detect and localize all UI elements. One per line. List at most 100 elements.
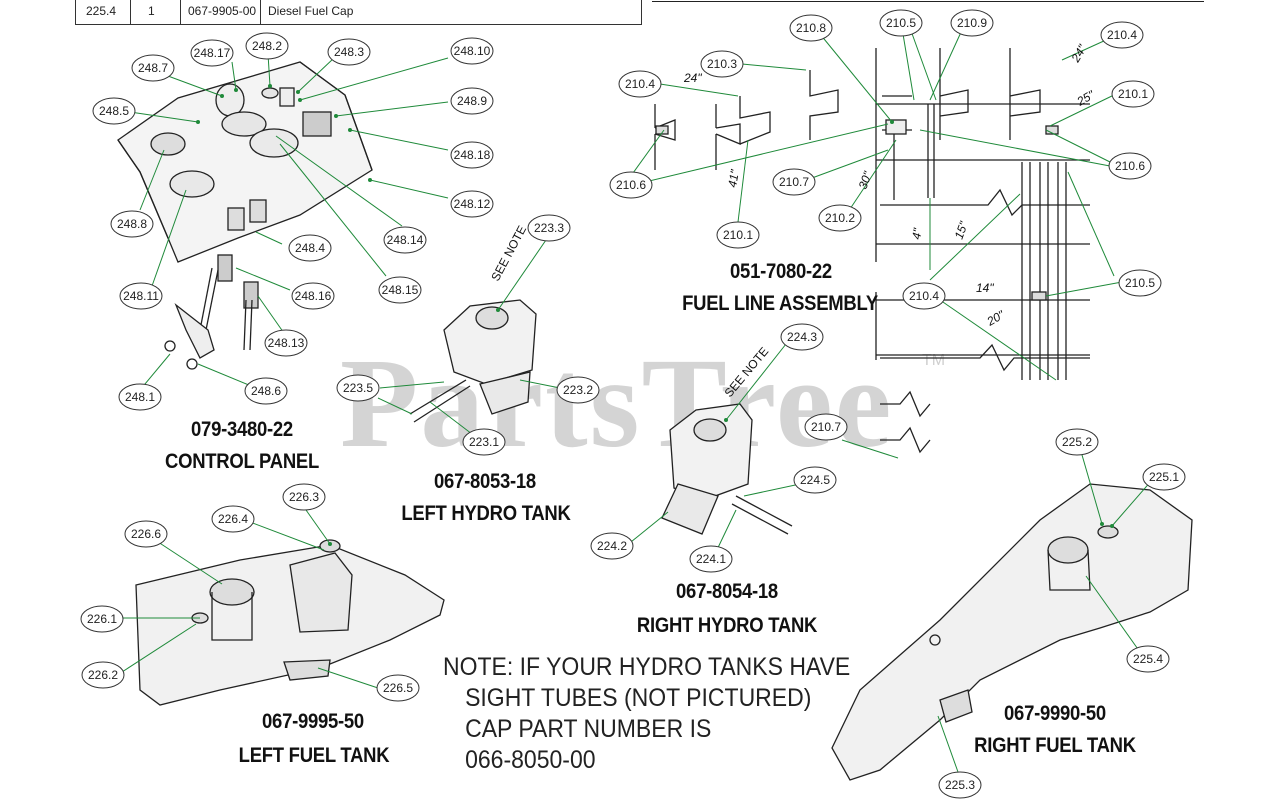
callout-label: 248.10	[454, 44, 491, 58]
callout-248-9: 248.9	[450, 87, 494, 115]
callout-label: 210.9	[957, 16, 987, 30]
parts-table-row: 225.4 1 067-9905-00 Diesel Fuel Cap	[75, 0, 642, 25]
right-fuel-tank-illustration	[831, 483, 1193, 781]
callout-label: 210.4	[909, 289, 939, 303]
callout-label: 223.1	[469, 435, 499, 449]
callout-label: 210.7	[779, 175, 809, 189]
right-fuel-tank-number: 067-9990-50	[1004, 702, 1106, 725]
callout-210-6a: 210.6	[609, 171, 653, 199]
callout-210-1b: 210.1	[716, 221, 760, 249]
callout-label: 248.17	[194, 46, 231, 60]
callout-248-11: 248.11	[119, 282, 163, 310]
callout-248-7: 248.7	[131, 54, 175, 82]
callout-224-1: 224.1	[689, 545, 733, 573]
callout-label: 226.5	[383, 681, 413, 695]
table-divider	[130, 0, 131, 24]
right-hydro-tank-illustration	[661, 403, 793, 535]
callout-label: 210.7	[811, 420, 841, 434]
callout-210-4a: 210.4	[1100, 21, 1144, 49]
callout-label: 225.4	[1133, 652, 1163, 666]
dimension-label: 15"	[952, 219, 971, 241]
hydro-tank-note: NOTE: IF YOUR HYDRO TANKS HAVE SIGHT TUB…	[443, 652, 850, 776]
callout-224-5: 224.5	[793, 466, 837, 494]
leader-lines	[121, 27, 1153, 773]
callout-210-7b: 210.7	[804, 413, 848, 441]
callout-248-14: 248.14	[383, 226, 427, 254]
row-part-number: 067-9905-00	[188, 4, 257, 18]
fuel-line-assembly-name: FUEL LINE ASSEMBLY	[682, 292, 878, 315]
trademark-mark: TM	[922, 352, 946, 369]
note-line-4: 066-8050-00	[465, 746, 596, 774]
callout-label: 248.18	[454, 148, 491, 162]
callout-226-1: 226.1	[80, 605, 124, 633]
dimension-layer: 24"24"25"41"30"4"15"14"20"	[683, 42, 1097, 329]
callout-label: 226.6	[131, 527, 161, 541]
row-qty: 1	[148, 4, 155, 18]
callout-226-4: 226.4	[211, 505, 255, 533]
note-line-2: SIGHT TUBES (NOT PICTURED)	[465, 684, 812, 712]
callout-248-2: 248.2	[245, 32, 289, 60]
callout-210-1a: 210.1	[1111, 80, 1155, 108]
dimension-label: 24"	[1068, 42, 1090, 66]
callout-label: 248.2	[252, 39, 282, 53]
callout-label: 248.8	[117, 217, 147, 231]
callout-210-9: 210.9	[950, 9, 994, 37]
table-divider	[180, 0, 181, 24]
row-ref: 225.4	[86, 4, 117, 18]
callout-210-2: 210.2	[818, 204, 862, 232]
dimension-label: 14"	[976, 281, 994, 295]
callout-248-17: 248.17	[190, 39, 234, 67]
control-panel-name: CONTROL PANEL	[165, 450, 319, 473]
callout-210-5a: 210.5	[879, 9, 923, 37]
callout-label: 224.1	[696, 552, 726, 566]
callout-248-8: 248.8	[110, 210, 154, 238]
callout-label: 248.15	[382, 283, 419, 297]
callout-label: 248.3	[334, 45, 364, 59]
callout-248-1: 248.1	[118, 383, 162, 411]
callout-226-3: 226.3	[282, 483, 326, 511]
callout-label: 210.3	[707, 57, 737, 71]
callout-label: 248.6	[251, 384, 281, 398]
callout-label: 224.2	[597, 539, 627, 553]
callout-label: 225.2	[1062, 435, 1092, 449]
dimension-label: 41"	[725, 168, 742, 189]
callout-label: 223.2	[563, 383, 593, 397]
callout-226-5: 226.5	[376, 674, 420, 702]
left-hydro-tank-name: LEFT HYDRO TANK	[401, 502, 571, 525]
leader-arrowheads	[196, 84, 1114, 546]
callout-223-1: 223.1	[462, 428, 506, 456]
callout-label: 224.3	[787, 330, 817, 344]
callout-248-15: 248.15	[378, 276, 422, 304]
callout-248-3: 248.3	[327, 38, 371, 66]
dimension-label: 20"	[984, 307, 1008, 329]
callout-label: 210.1	[723, 228, 753, 242]
callout-label: 248.1	[125, 390, 155, 404]
callout-248-10: 248.10	[450, 37, 494, 65]
callout-label: 210.2	[825, 211, 855, 225]
dimension-label: 25"	[1074, 87, 1098, 109]
dimension-label: 24"	[683, 71, 702, 85]
right-hydro-tank-number: 067-8054-18	[676, 580, 778, 603]
left-fuel-tank-name: LEFT FUEL TANK	[238, 744, 390, 767]
callout-225-2: 225.2	[1055, 428, 1099, 456]
callout-226-2: 226.2	[81, 661, 125, 689]
callout-label: 223.3	[534, 221, 564, 235]
callout-label: 248.11	[123, 289, 159, 303]
callout-label: 248.14	[387, 233, 424, 247]
callout-label: 224.5	[800, 473, 830, 487]
control-panel-number: 079-3480-22	[191, 418, 293, 441]
callout-label: 210.1	[1118, 87, 1148, 101]
callout-label: 226.3	[289, 490, 319, 504]
callout-223-3: 223.3	[527, 214, 571, 242]
callout-248-4: 248.4	[288, 234, 332, 262]
callout-label: 226.4	[218, 512, 248, 526]
callout-210-3: 210.3	[700, 50, 744, 78]
callout-210-7a: 210.7	[772, 168, 816, 196]
callout-210-6b: 210.6	[1108, 152, 1152, 180]
callout-223-2: 223.2	[556, 376, 600, 404]
dimension-label: 4"	[909, 227, 925, 241]
callout-248-13: 248.13	[264, 329, 308, 357]
callout-label: 210.4	[1107, 28, 1137, 42]
callout-label: 210.8	[796, 21, 826, 35]
right-fuel-tank-name: RIGHT FUEL TANK	[974, 734, 1136, 757]
